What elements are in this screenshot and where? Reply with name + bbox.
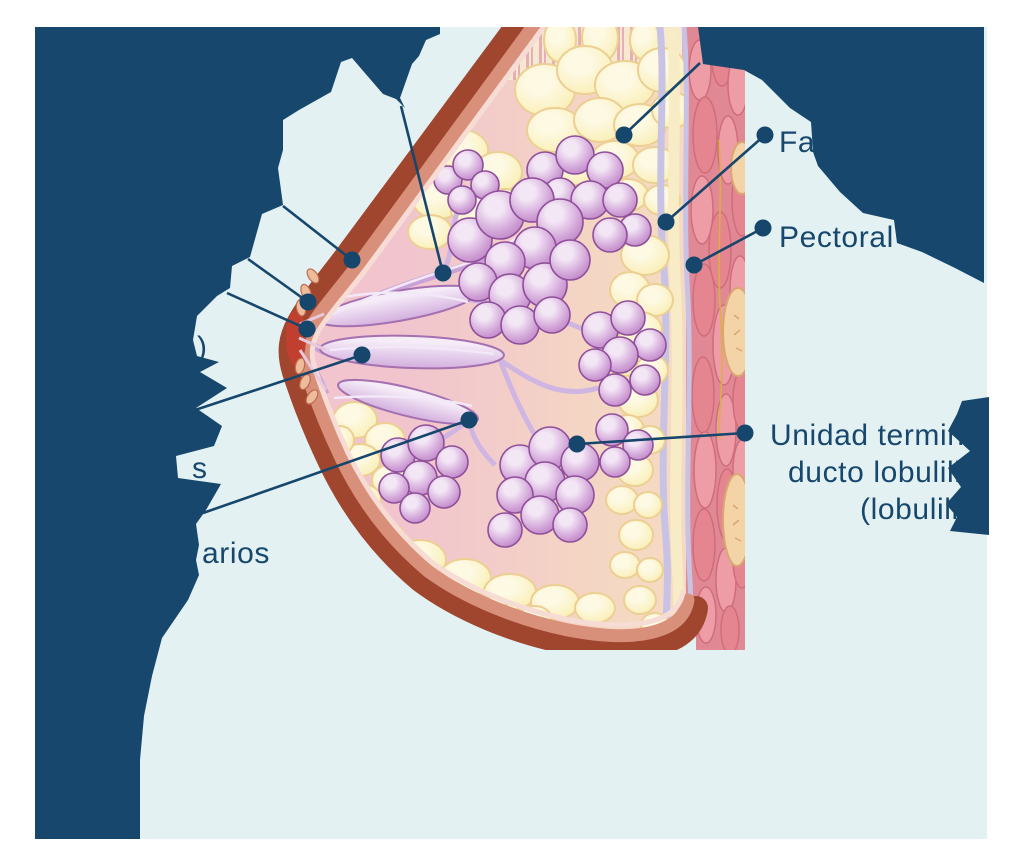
leader-dot bbox=[434, 264, 452, 282]
label-terminal-duct-unit-line2: ducto lobulill bbox=[788, 456, 962, 489]
leader-dot bbox=[615, 126, 633, 144]
label-terminal-duct-unit-line1: Unidad termin bbox=[770, 419, 965, 452]
leader-line bbox=[226, 291, 308, 331]
leader-dot bbox=[754, 219, 772, 237]
alveoli-cluster-right bbox=[578, 300, 667, 478]
redaction-blob-left bbox=[35, 27, 440, 839]
illustration bbox=[250, 27, 745, 650]
label-pectoral-fragment: Pectoral bbox=[779, 221, 894, 254]
redaction-blobs bbox=[35, 27, 989, 839]
nerve-thread bbox=[718, 139, 723, 441]
leader-dot bbox=[460, 411, 478, 429]
leader-dot bbox=[299, 293, 317, 311]
leader-dot bbox=[568, 435, 586, 453]
leader-line bbox=[399, 105, 445, 274]
leader-line bbox=[693, 226, 764, 267]
label-fascia-fragment: Fa bbox=[779, 126, 815, 159]
leader-line bbox=[202, 418, 470, 515]
leader-dot bbox=[685, 256, 703, 274]
redaction-blob-top-right bbox=[698, 27, 984, 283]
leader-dot bbox=[298, 320, 316, 338]
leader-dot bbox=[353, 346, 371, 364]
leader-dot bbox=[657, 213, 675, 231]
leader-line bbox=[665, 134, 766, 223]
leader-dot bbox=[343, 251, 361, 269]
leader-dots bbox=[298, 126, 774, 453]
label-fragment-s: s bbox=[192, 452, 208, 485]
leader-line bbox=[247, 257, 309, 304]
alveoli-cluster-bottom-left bbox=[378, 424, 469, 524]
leader-line bbox=[576, 431, 746, 446]
leader-dot bbox=[736, 424, 754, 442]
alveoli-cluster-top bbox=[526, 135, 652, 253]
alveoli-cluster-top-small bbox=[433, 149, 500, 215]
alveoli-cluster-bottom bbox=[487, 426, 600, 548]
label-fragment-arios: arios bbox=[202, 537, 270, 570]
leader-line bbox=[282, 204, 353, 262]
labels: Fa Pectoral Unidad termin ducto lobulill… bbox=[192, 126, 965, 570]
label-terminal-duct-unit-line3: (lobulill bbox=[860, 493, 959, 526]
leader-lines bbox=[194, 62, 774, 515]
label-fragment-paren: ) bbox=[197, 331, 208, 364]
leader-line bbox=[623, 62, 701, 136]
alveoli-cluster-main bbox=[447, 177, 591, 345]
redaction-blob-right bbox=[946, 397, 989, 535]
skin-layer bbox=[278, 27, 708, 650]
leader-line bbox=[194, 353, 363, 412]
leader-dot bbox=[756, 126, 774, 144]
alveoli-clusters bbox=[378, 135, 667, 548]
outside-mask bbox=[250, 27, 696, 650]
